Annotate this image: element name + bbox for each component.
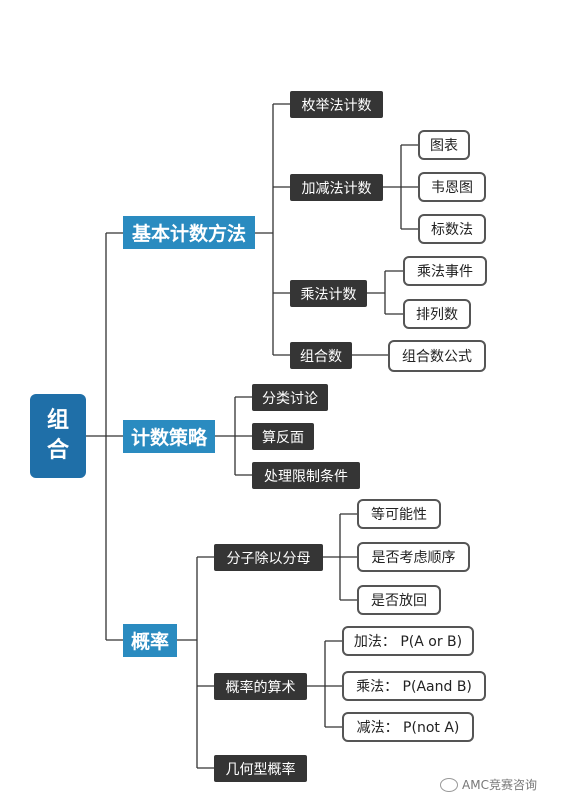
leaf-with-replacement: 是否放回 bbox=[357, 585, 441, 615]
leaf-subtraction-rule: 减法： P(not A) bbox=[342, 712, 474, 742]
watermark: AMC竞赛咨询 bbox=[440, 776, 537, 793]
branch-basic-counting: 基本计数方法 bbox=[123, 216, 255, 249]
sub-enumeration: 枚举法计数 bbox=[290, 91, 383, 118]
branch-probability: 概率 bbox=[123, 624, 177, 657]
leaf-permutations: 排列数 bbox=[403, 299, 471, 329]
leaf-chart: 图表 bbox=[418, 130, 470, 160]
leaf-equally-likely: 等可能性 bbox=[357, 499, 441, 529]
sub-combinations: 组合数 bbox=[290, 342, 352, 369]
root-node: 组 合 bbox=[30, 394, 86, 478]
sub-numerator-over-denominator: 分子除以分母 bbox=[214, 544, 323, 571]
leaf-multiplication-rule: 乘法： P(Aand B) bbox=[342, 671, 486, 701]
leaf-venn-diagram: 韦恩图 bbox=[418, 172, 486, 202]
sub-probability-arithmetic: 概率的算术 bbox=[214, 673, 307, 700]
branch-counting-strategy: 计数策略 bbox=[123, 420, 215, 453]
sub-constraints: 处理限制条件 bbox=[252, 462, 360, 489]
leaf-path-counting: 标数法 bbox=[418, 214, 486, 244]
root-char-1: 组 bbox=[46, 408, 69, 433]
leaf-order-matters: 是否考虑顺序 bbox=[357, 542, 470, 572]
sub-complement: 算反面 bbox=[252, 423, 314, 450]
leaf-multiplication-events: 乘法事件 bbox=[403, 256, 487, 286]
leaf-addition-rule: 加法： P(A or B) bbox=[342, 626, 474, 656]
leaf-combination-formula: 组合数公式 bbox=[388, 340, 486, 372]
wechat-icon bbox=[440, 777, 458, 792]
root-char-2: 合 bbox=[46, 438, 69, 463]
sub-multiplication: 乘法计数 bbox=[290, 280, 367, 307]
sub-casework: 分类讨论 bbox=[252, 384, 328, 411]
watermark-text: AMC竞赛咨询 bbox=[462, 778, 537, 792]
sub-add-subtract: 加减法计数 bbox=[290, 174, 383, 201]
sub-geometric-probability: 几何型概率 bbox=[214, 755, 307, 782]
